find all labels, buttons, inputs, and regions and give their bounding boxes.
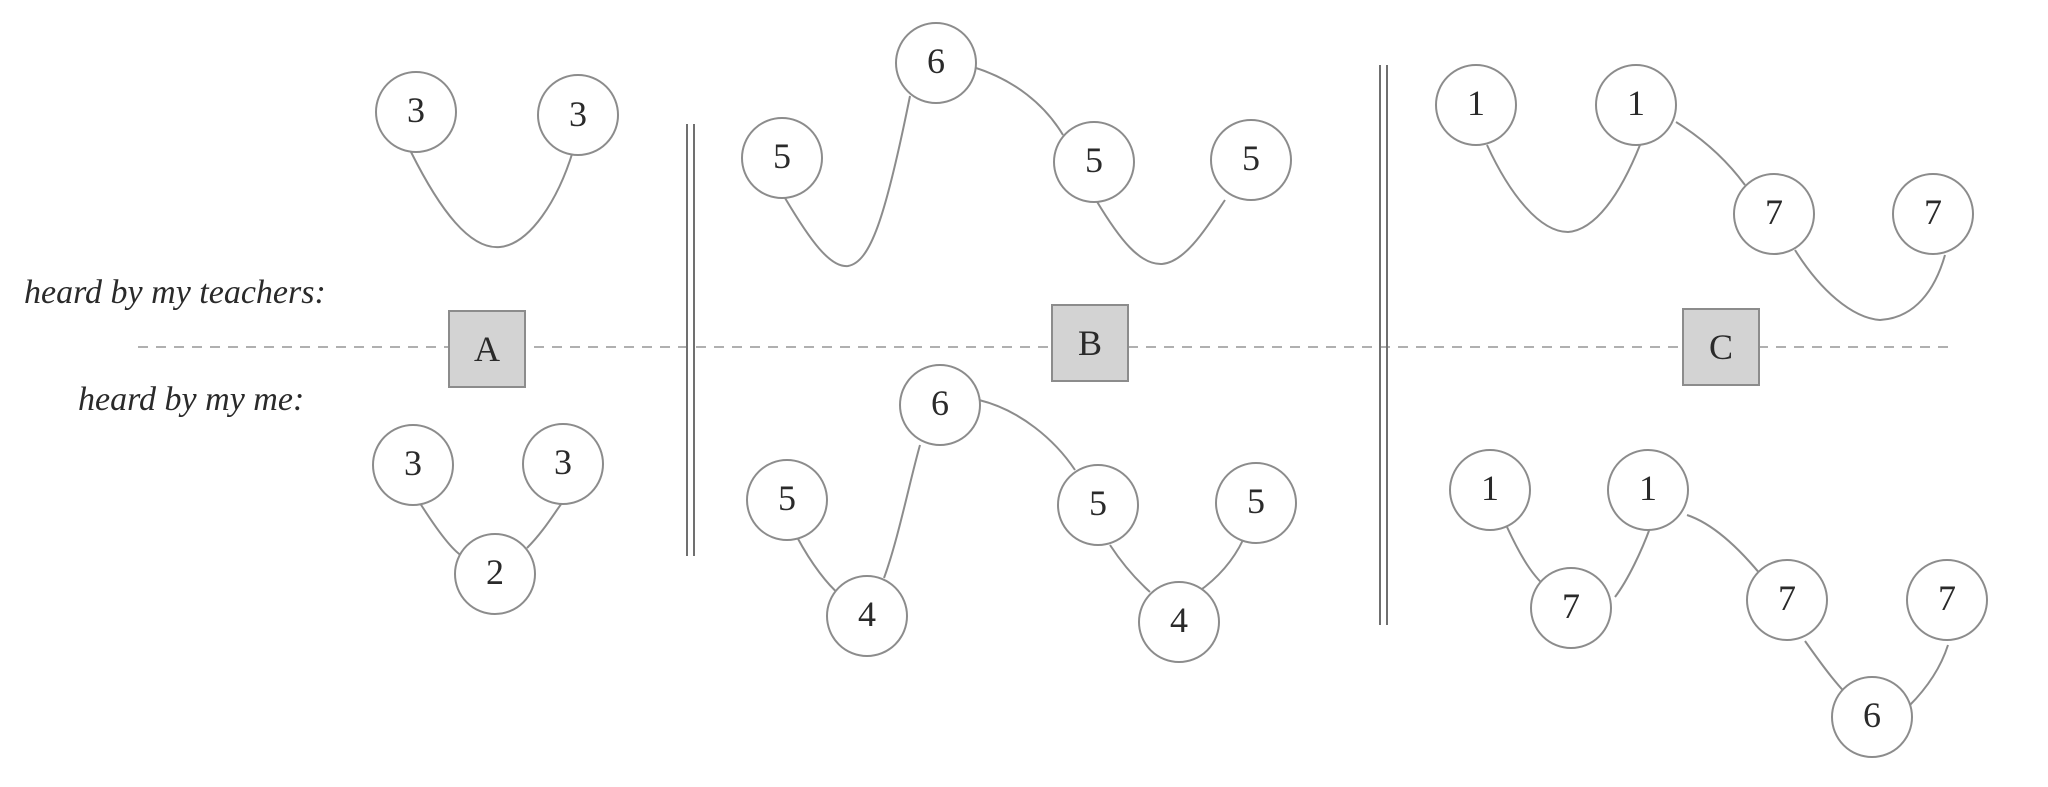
note-b-teachers-4: 5	[1210, 119, 1292, 201]
svg-text:5: 5	[773, 136, 791, 176]
note-b-me-1: 5	[746, 459, 828, 541]
note-a-me-1: 3	[372, 424, 454, 506]
svg-text:5: 5	[1085, 140, 1103, 180]
section-a-label: A	[448, 310, 526, 388]
note-a-teachers-1: 3	[375, 71, 457, 153]
svg-text:6: 6	[927, 41, 945, 81]
svg-text:6: 6	[1863, 695, 1881, 735]
section-b: 5 6 5 5 B 5 4 6	[741, 22, 1297, 663]
svg-text:7: 7	[1938, 578, 1956, 618]
svg-text:5: 5	[1247, 481, 1265, 521]
section-a: 3 3 A 3 2 3	[372, 71, 619, 615]
svg-text:B: B	[1078, 323, 1102, 363]
note-c-teachers-3: 7	[1733, 173, 1815, 255]
svg-text:1: 1	[1639, 468, 1657, 508]
svg-text:A: A	[474, 329, 500, 369]
svg-text:5: 5	[1242, 138, 1260, 178]
svg-text:C: C	[1709, 327, 1733, 367]
divider-a-b	[686, 124, 695, 556]
note-b-me-6: 5	[1215, 462, 1297, 544]
svg-text:7: 7	[1562, 586, 1580, 626]
note-b-me-5: 4	[1138, 581, 1220, 663]
note-a-me-3: 3	[522, 423, 604, 505]
row-label-teachers: heard by my teachers:	[24, 274, 326, 311]
divider-b-c	[1379, 65, 1388, 625]
section-c-label: C	[1682, 308, 1760, 386]
note-a-me-2: 2	[454, 533, 536, 615]
svg-text:7: 7	[1765, 192, 1783, 232]
svg-text:3: 3	[407, 90, 425, 130]
svg-text:2: 2	[486, 552, 504, 592]
svg-text:3: 3	[404, 443, 422, 483]
svg-text:1: 1	[1467, 83, 1485, 123]
svg-text:4: 4	[858, 594, 876, 634]
note-c-me-5: 6	[1831, 676, 1913, 758]
note-b-teachers-1: 5	[741, 117, 823, 199]
note-b-me-3: 6	[899, 364, 981, 446]
svg-text:3: 3	[569, 94, 587, 134]
note-b-teachers-3: 5	[1053, 121, 1135, 203]
svg-text:1: 1	[1481, 468, 1499, 508]
section-b-label: B	[1051, 304, 1129, 382]
note-a-teachers-2: 3	[537, 74, 619, 156]
note-c-teachers-2: 1	[1595, 64, 1677, 146]
svg-text:6: 6	[931, 383, 949, 423]
note-c-me-2: 7	[1530, 567, 1612, 649]
note-c-me-3: 1	[1607, 449, 1689, 531]
svg-text:1: 1	[1627, 83, 1645, 123]
svg-text:4: 4	[1170, 600, 1188, 640]
note-b-teachers-2: 6	[895, 22, 977, 104]
row-label-me: heard by my me:	[78, 381, 304, 418]
svg-text:3: 3	[554, 442, 572, 482]
note-c-me-6: 7	[1906, 559, 1988, 641]
section-c: 1 1 7 7 C 1 7 1	[1435, 64, 1988, 758]
svg-text:5: 5	[778, 478, 796, 518]
note-c-teachers-4: 7	[1892, 173, 1974, 255]
svg-text:5: 5	[1089, 483, 1107, 523]
note-b-me-4: 5	[1057, 464, 1139, 546]
note-c-me-1: 1	[1449, 449, 1531, 531]
note-b-me-2: 4	[826, 575, 908, 657]
note-c-me-4: 7	[1746, 559, 1828, 641]
svg-text:7: 7	[1778, 578, 1796, 618]
note-c-teachers-1: 1	[1435, 64, 1517, 146]
svg-text:7: 7	[1924, 192, 1942, 232]
